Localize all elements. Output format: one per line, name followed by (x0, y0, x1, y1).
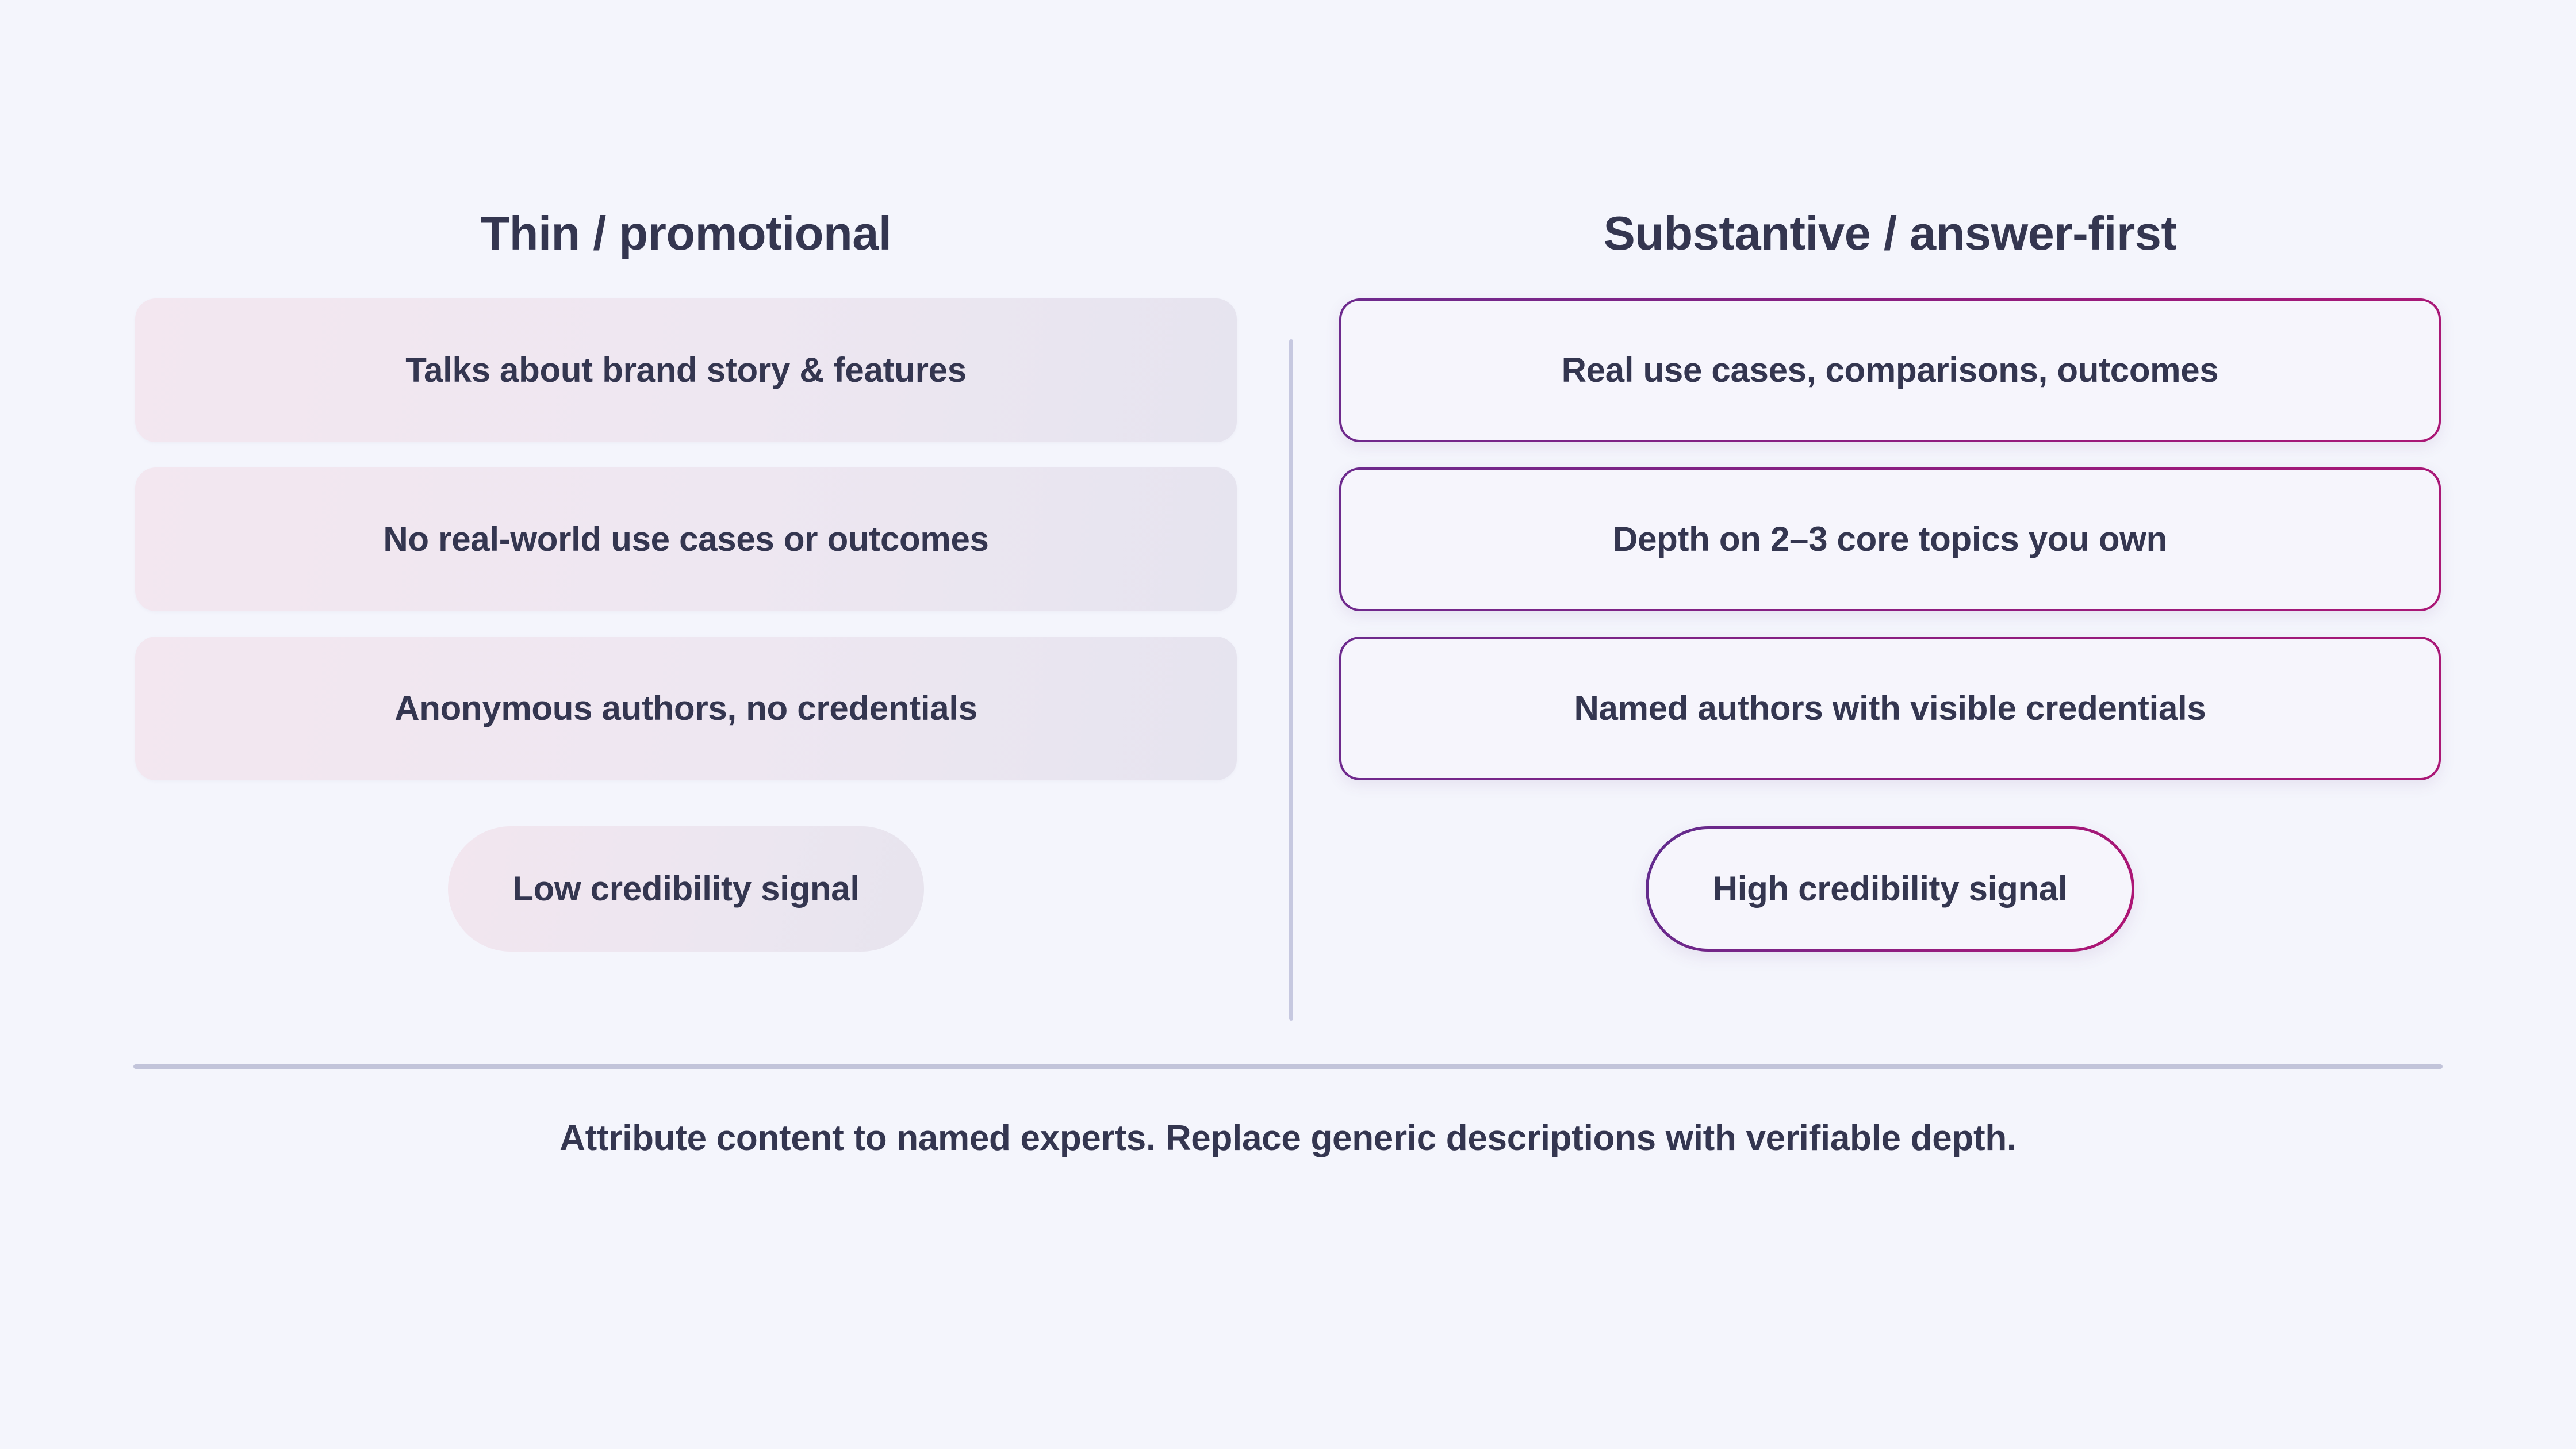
column-title-substantive: Substantive / answer-first (1603, 206, 2177, 260)
comparison-columns: Thin / promotional Talks about brand sto… (133, 207, 2443, 952)
substantive-card-1-label: Real use cases, comparisons, outcomes (1561, 351, 2219, 390)
thin-card-2-label: No real-world use cases or outcomes (383, 520, 989, 559)
substantive-card-2-label: Depth on 2–3 core topics you own (1613, 520, 2167, 559)
high-credibility-badge: High credibility signal (1646, 826, 2135, 952)
column-substantive-answer-first: Substantive / answer-first Real use case… (1337, 207, 2443, 952)
vertical-divider (1289, 339, 1293, 1021)
thin-card-1-label: Talks about brand story & features (405, 351, 967, 390)
column-title-thin: Thin / promotional (480, 206, 892, 260)
horizontal-divider (133, 1064, 2443, 1069)
substantive-card-1: Real use cases, comparisons, outcomes (1339, 298, 2441, 442)
column-thin-promotional: Thin / promotional Talks about brand sto… (133, 207, 1239, 952)
low-credibility-badge: Low credibility signal (448, 826, 924, 952)
substantive-card-3: Named authors with visible credentials (1339, 637, 2441, 780)
substantive-card-2: Depth on 2–3 core topics you own (1339, 467, 2441, 611)
thin-card-3-label: Anonymous authors, no credentials (394, 689, 977, 728)
thin-card-1: Talks about brand story & features (135, 298, 1237, 443)
footer-takeaway: Attribute content to named experts. Repl… (559, 1118, 2017, 1158)
thin-card-2: No real-world use cases or outcomes (135, 467, 1237, 612)
thin-card-3: Anonymous authors, no credentials (135, 637, 1237, 781)
high-credibility-label: High credibility signal (1712, 869, 2068, 908)
substantive-card-3-label: Named authors with visible credentials (1574, 689, 2206, 728)
low-credibility-label: Low credibility signal (512, 869, 860, 908)
